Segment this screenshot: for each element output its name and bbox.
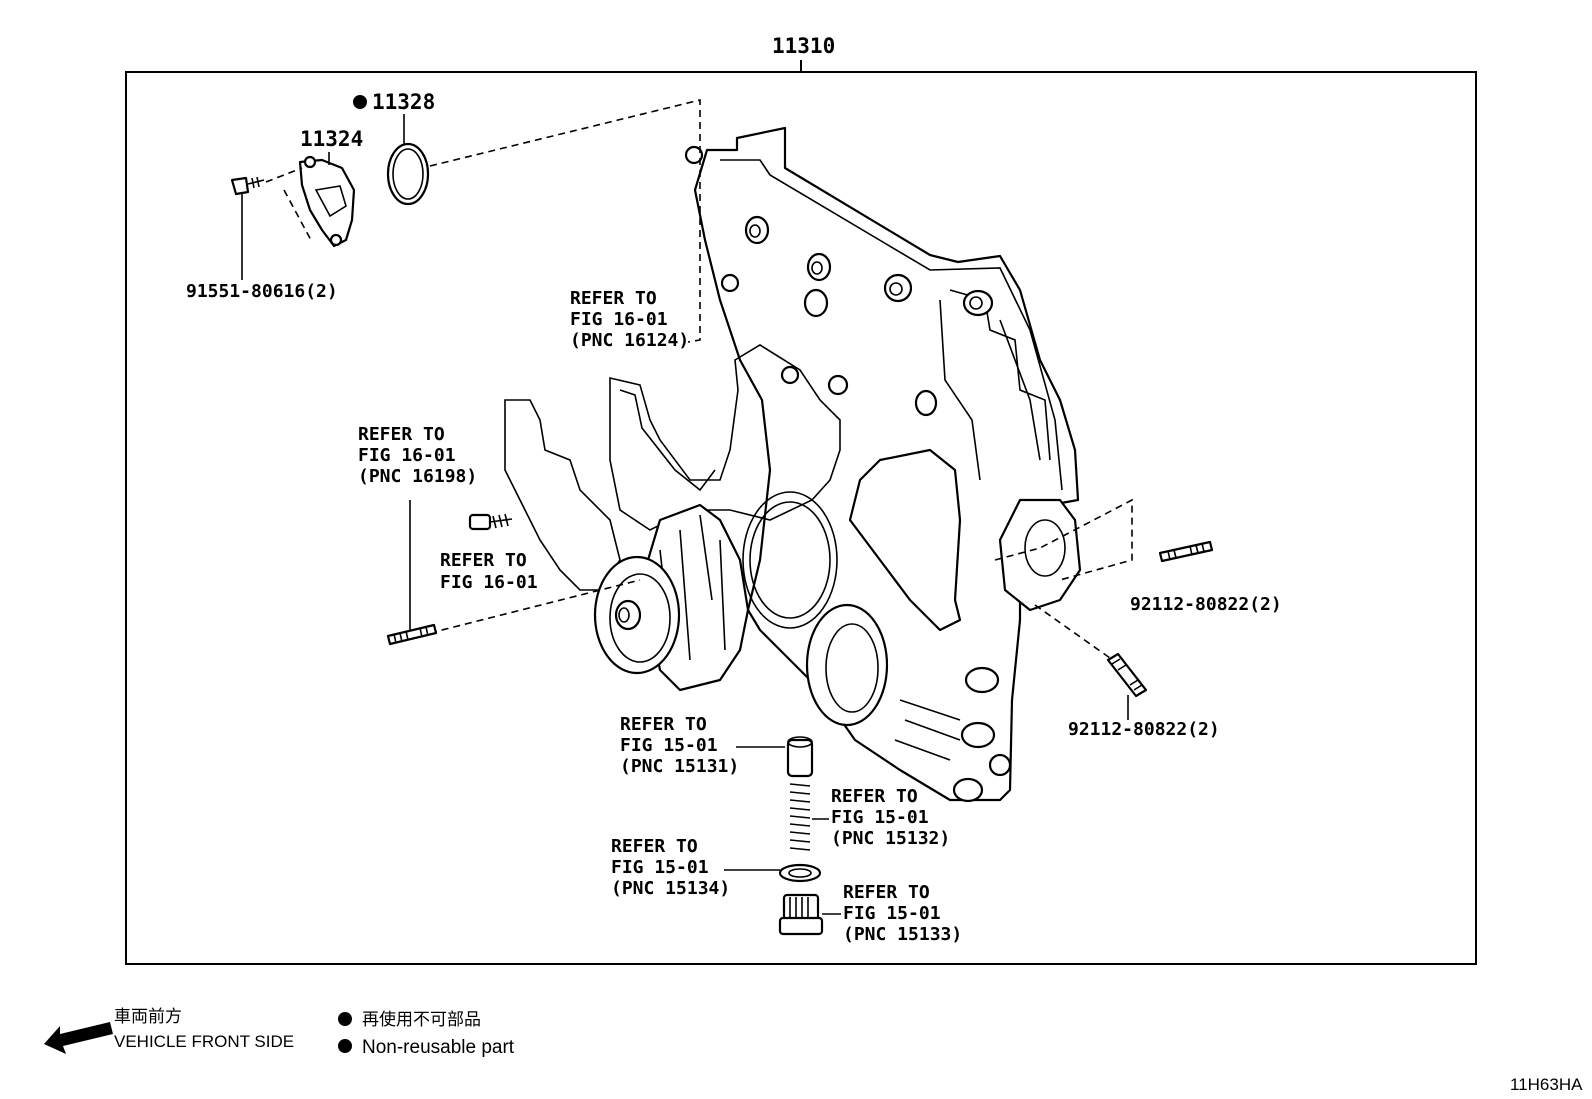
svg-text:REFER TO: REFER TO xyxy=(831,786,918,807)
o-ring-drawing xyxy=(386,142,430,206)
nonreusable-label-en: Non-reusable part xyxy=(362,1037,515,1058)
ref-pnc-15131[interactable]: REFER TO FIG 15-01 (PNC 15131) xyxy=(620,714,739,777)
relief-valve-stack-drawing xyxy=(778,736,824,936)
svg-text:(PNC 15131): (PNC 15131) xyxy=(620,756,739,777)
pump-bolt-drawing xyxy=(468,513,513,531)
bolt-part-number: 91551-80616(2) xyxy=(186,281,338,302)
svg-text:FIG 15-01: FIG 15-01 xyxy=(611,857,709,878)
stud-right-lower-drawing xyxy=(1106,652,1148,698)
cover-plate-drawing xyxy=(298,155,356,248)
svg-text:FIG 15-01: FIG 15-01 xyxy=(831,807,929,828)
svg-text:(PNC 15132): (PNC 15132) xyxy=(831,828,950,849)
ref-fig-16-01[interactable]: REFER TO FIG 16-01 xyxy=(440,550,538,593)
svg-text:(PNC 16198): (PNC 16198) xyxy=(358,466,477,487)
ref-pnc-16198[interactable]: REFER TO FIG 16-01 (PNC 16198) xyxy=(358,424,477,487)
svg-text:FIG 16-01: FIG 16-01 xyxy=(440,572,538,593)
stud-left-drawing xyxy=(386,623,438,646)
stud-right-dash xyxy=(1034,604,1111,659)
svg-text:FIG 15-01: FIG 15-01 xyxy=(620,735,718,756)
bolt-drawing xyxy=(230,176,265,196)
ref-pnc-16124[interactable]: REFER TO FIG 16-01 (PNC 16124) xyxy=(570,288,689,351)
svg-text:(PNC 15134): (PNC 15134) xyxy=(611,878,730,899)
left-gasket-drawing xyxy=(504,399,621,591)
svg-text:REFER TO: REFER TO xyxy=(611,836,698,857)
svg-text:FIG 16-01: FIG 16-01 xyxy=(358,445,456,466)
non-reusable-dot-icon xyxy=(353,95,367,109)
svg-text:(PNC 16124): (PNC 16124) xyxy=(570,330,689,351)
svg-text:FIG 16-01: FIG 16-01 xyxy=(570,309,668,330)
nonreusable-label-jp: 再使用不可部品 xyxy=(362,1009,481,1029)
stud-lower-part-number: 92112-80822(2) xyxy=(1068,719,1220,740)
legend-dot-icon-2 xyxy=(338,1039,352,1053)
stud-right-upper-drawing xyxy=(1158,540,1214,563)
ref-pnc-15132[interactable]: REFER TO FIG 15-01 (PNC 15132) xyxy=(831,786,950,849)
plate-to-ring-dash xyxy=(283,189,313,243)
o-ring-inner xyxy=(392,148,424,200)
main-part-number: 11310 xyxy=(772,34,835,58)
timing-cover-drawing xyxy=(684,126,1082,803)
ref-pnc-15134[interactable]: REFER TO FIG 15-01 (PNC 15134) xyxy=(611,836,730,899)
front-label-en: VEHICLE FRONT SIDE xyxy=(114,1032,294,1051)
svg-text:REFER TO: REFER TO xyxy=(620,714,707,735)
cover-plate-part-number: 11324 xyxy=(300,127,363,151)
water-pump-drawing xyxy=(593,491,838,692)
ring-to-cover-dash xyxy=(429,98,701,343)
svg-text:(PNC 15133): (PNC 15133) xyxy=(843,924,962,945)
ref-pnc-15133[interactable]: REFER TO FIG 15-01 (PNC 15133) xyxy=(843,882,962,945)
svg-text:REFER TO: REFER TO xyxy=(440,550,527,571)
front-arrow-icon xyxy=(44,1022,113,1054)
svg-text:REFER TO: REFER TO xyxy=(843,882,930,903)
right-housing-dash xyxy=(994,498,1133,581)
figure-code: 11H63HA xyxy=(1510,1075,1583,1094)
legend-dot-icon xyxy=(338,1012,352,1026)
bolt-to-plate-dash xyxy=(265,167,303,183)
front-label-jp: 車両前方 xyxy=(114,1007,182,1026)
svg-text:REFER TO: REFER TO xyxy=(570,288,657,309)
o-ring-part-number: 11328 xyxy=(372,90,435,114)
stud-upper-part-number: 92112-80822(2) xyxy=(1130,594,1282,615)
svg-text:FIG 15-01: FIG 15-01 xyxy=(843,903,941,924)
stud-left-dash xyxy=(429,579,641,634)
svg-text:REFER TO: REFER TO xyxy=(358,424,445,445)
